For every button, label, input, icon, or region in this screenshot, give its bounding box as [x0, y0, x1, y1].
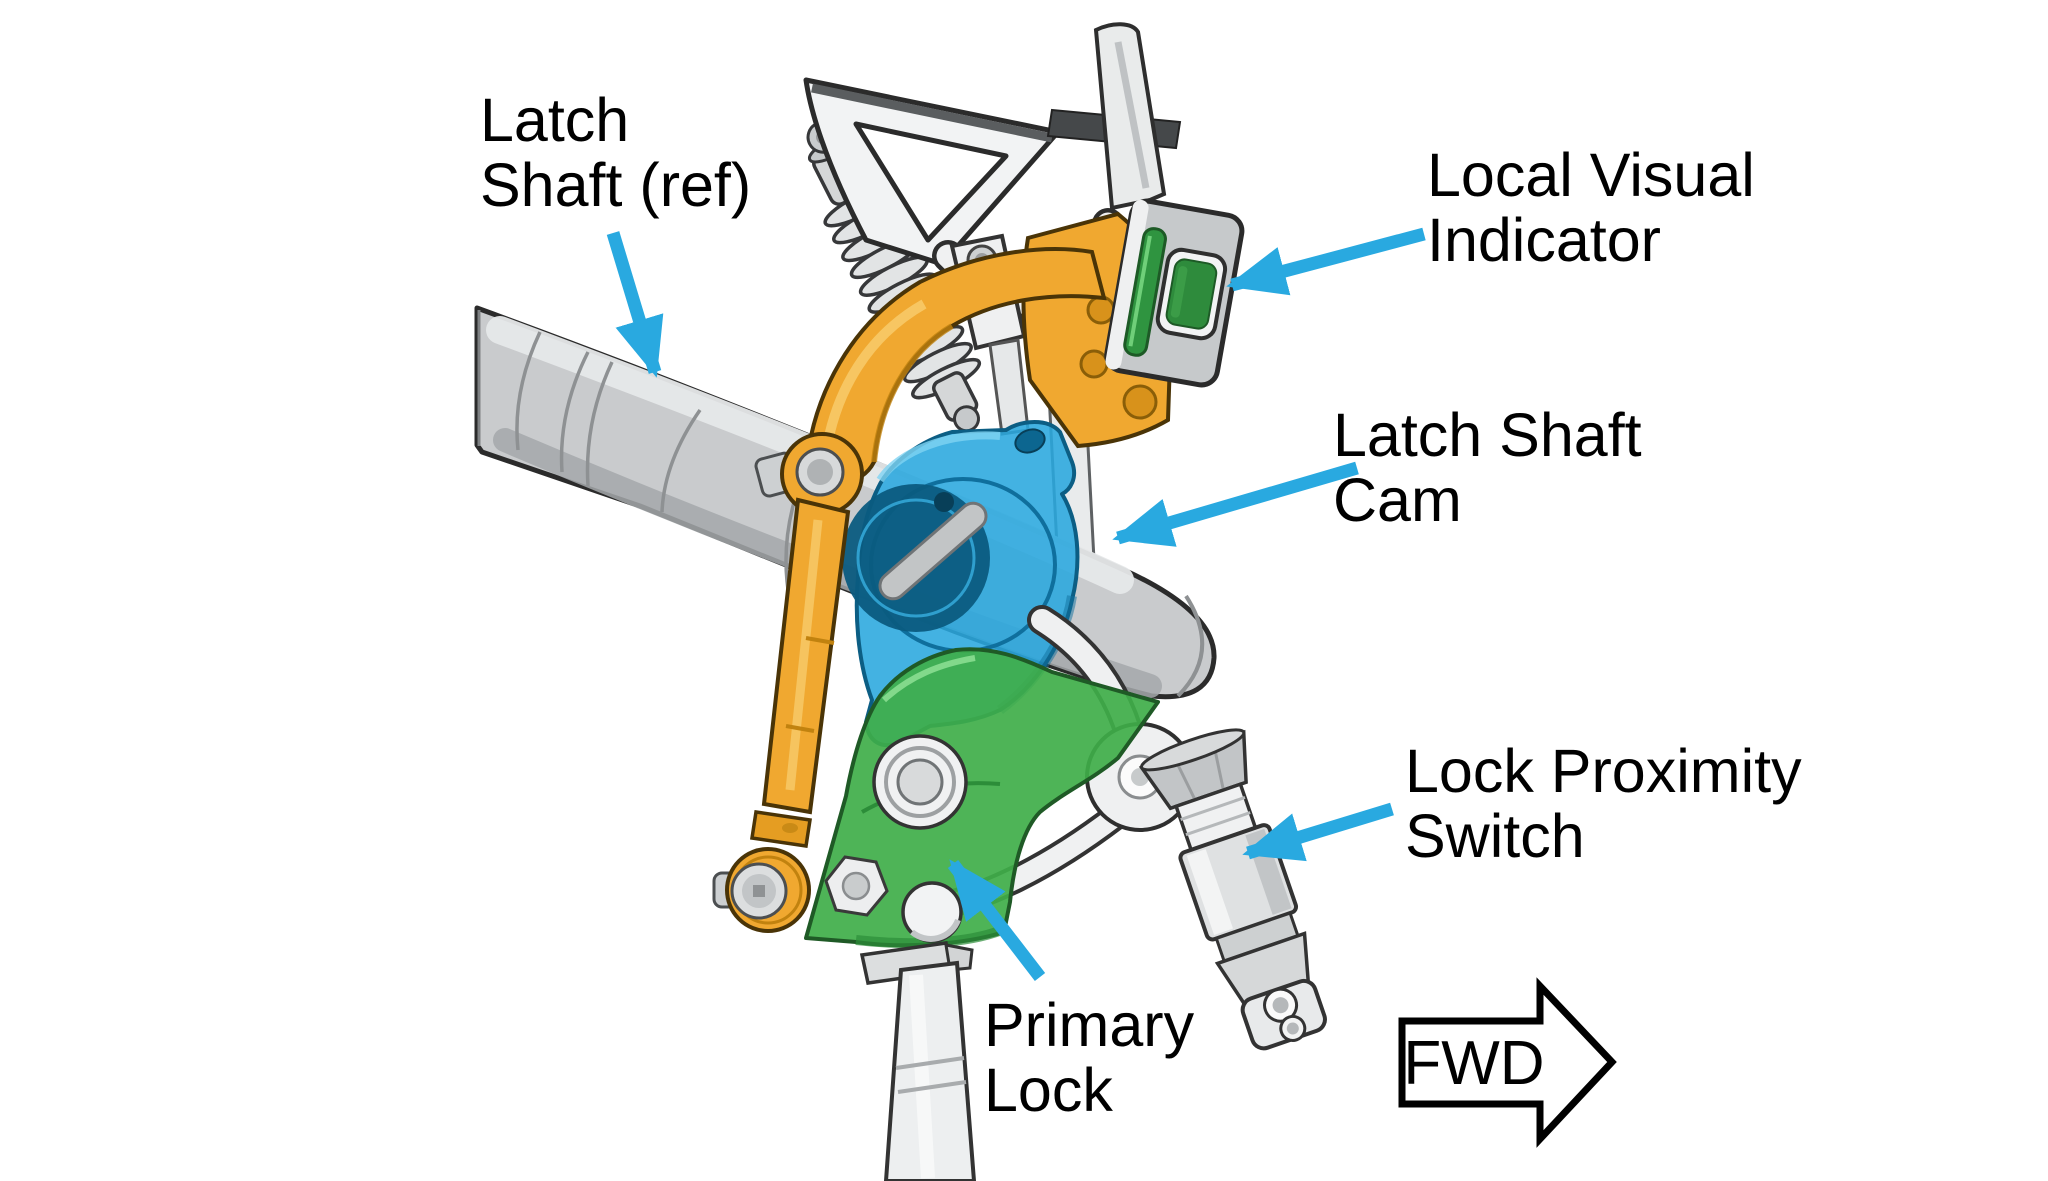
- pushrod-band: [895, 1056, 965, 1070]
- latch-shaft-callout-arrow: [606, 231, 664, 378]
- local-visual-indicator-part: [1104, 198, 1245, 388]
- rod-clamp-slot: [782, 823, 798, 833]
- fwd-label: FWD: [1403, 1029, 1544, 1098]
- lock-boss-ring: [884, 746, 956, 818]
- fwd-direction-marker: FWD: [1398, 977, 1617, 1148]
- cam-bore-ring: [856, 498, 976, 618]
- label-latch-shaft-line2: Shaft (ref): [480, 151, 751, 219]
- callout-labels: Latch Shaft (ref) Local Visual Indicator…: [480, 86, 1802, 1124]
- shaft-cone-cap-line: [1176, 594, 1205, 698]
- blade-shade: [1114, 41, 1150, 189]
- eye-bolt-key: [753, 885, 765, 897]
- fwd-arrow-shape: [1398, 977, 1617, 1148]
- pushrod-band: [897, 1080, 967, 1094]
- lever-arm-highlight: [821, 299, 927, 453]
- label-primary-lock-line2: Lock: [984, 1056, 1113, 1124]
- callout-arrows: [606, 227, 1426, 981]
- label-primary-lock-line1: Primary: [984, 991, 1195, 1059]
- lock-hex-washer: [841, 871, 871, 901]
- rod-band: [785, 724, 815, 733]
- shaft-band: [559, 351, 590, 473]
- slot-pin-body: [878, 501, 988, 601]
- label-lock-proximity-switch-line2: Switch: [1405, 802, 1585, 870]
- label-local-visual-indicator-line2: Indicator: [1427, 206, 1661, 274]
- cam-highlight: [876, 431, 1001, 483]
- cam-tab-hole: [1014, 428, 1046, 454]
- shaft-band: [515, 331, 542, 451]
- latch-shaft-cam-callout-arrow: [1112, 461, 1359, 547]
- lock-proximity-switch-callout-arrow: [1242, 802, 1394, 862]
- lock-rod-orange: [712, 497, 851, 933]
- neck-ribs: [1180, 796, 1251, 837]
- rod-highlight: [785, 519, 823, 791]
- primary-lock-callout-arrow: [947, 859, 1046, 981]
- bracket-edge-shade: [811, 83, 1053, 143]
- rod-clamp: [750, 810, 812, 848]
- label-latch-shaft-line1: Latch: [480, 86, 629, 154]
- label-latch-shaft-cam-line2: Cam: [1333, 466, 1462, 534]
- cam-slot-pin: [878, 501, 988, 601]
- lock-boss-bore: [896, 758, 944, 806]
- primary-lock-part: [804, 647, 1160, 949]
- plate-hole: [1122, 384, 1158, 420]
- indicator-window-sheen: [1170, 266, 1188, 318]
- local-visual-indicator-callout-arrow: [1226, 227, 1426, 296]
- label-local-visual-indicator-line1: Local Visual: [1427, 141, 1755, 209]
- plate-hole: [1079, 349, 1109, 379]
- indicator-bracket-edge: [1105, 199, 1149, 370]
- switch-port-inner: [1272, 997, 1289, 1014]
- ball-joint-shade: [910, 918, 961, 942]
- plate-hole: [1086, 295, 1116, 325]
- rod-band: [805, 636, 835, 645]
- label-latch-shaft-cam-line1: Latch Shaft: [1333, 401, 1642, 469]
- lock-highlight: [881, 655, 976, 703]
- lower-pushrod: [859, 941, 977, 1181]
- shaft-band: [660, 409, 702, 513]
- upper-triangle-bracket: [803, 77, 1061, 267]
- label-lock-proximity-switch-line1: Lock Proximity: [1405, 737, 1802, 805]
- pushrod-body: [883, 960, 977, 1181]
- lever-arm-shade: [871, 323, 954, 463]
- shaft-band: [585, 361, 614, 487]
- switch-top-face: [1139, 728, 1246, 772]
- pivot-bolt-center: [807, 459, 833, 485]
- switch-body-highlight: [1186, 849, 1233, 935]
- pushrod-highlight: [909, 974, 935, 1179]
- switch-port-inner: [1286, 1022, 1299, 1035]
- strip-highlight: [1128, 235, 1152, 347]
- cam-keyway: [934, 492, 954, 512]
